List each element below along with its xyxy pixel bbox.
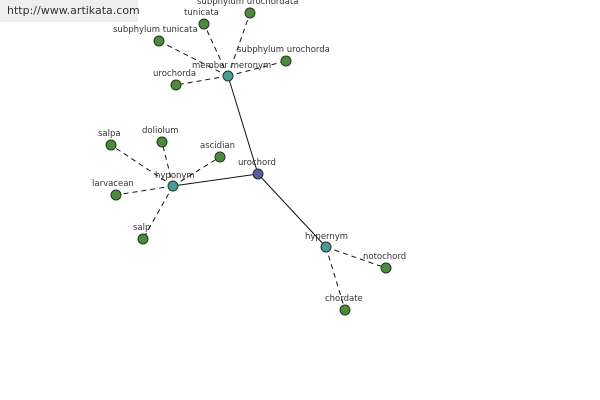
node-subphylum-tunicata-dot[interactable]	[153, 35, 165, 47]
node-ascidian[interactable]: ascidian	[200, 141, 235, 163]
node-chordate[interactable]: chordate	[325, 294, 363, 316]
node-larvacean-label: larvacean	[92, 179, 134, 189]
node-salpa-label: salpa	[98, 129, 121, 139]
edge-urochord-hypernym	[257, 173, 327, 248]
edge-member-meronym-subphylum-urochordata	[227, 12, 251, 77]
edge-urochord-member-meronym	[227, 75, 259, 175]
edge-urochord-hyponym	[172, 173, 259, 187]
edge-hyponym-ascidian	[172, 156, 221, 187]
node-salp-label: salp	[133, 223, 150, 233]
node-subphylum-urochorda[interactable]: subphylum urochorda	[237, 45, 330, 67]
node-urochorda[interactable]: urochorda	[153, 69, 196, 91]
edge-hypernym-notochord	[325, 246, 387, 269]
node-chordate-dot[interactable]	[339, 304, 351, 316]
node-subphylum-urochordata[interactable]: subphylum urochordata	[197, 0, 298, 19]
node-member-meronym-dot[interactable]	[222, 70, 234, 82]
edge-hyponym-salp	[142, 185, 174, 240]
node-subphylum-tunicata[interactable]: subphylum tunicata	[113, 25, 198, 47]
node-tunicata[interactable]: tunicata	[184, 8, 219, 30]
node-hypernym-label: hypernym	[305, 232, 348, 242]
node-hyponym[interactable]: hyponym	[155, 171, 195, 192]
node-chordate-label: chordate	[325, 294, 363, 304]
edge-member-meronym-subphylum-urochorda	[227, 60, 287, 77]
node-subphylum-urochordata-label: subphylum urochordata	[197, 0, 298, 7]
node-urochord-dot[interactable]	[252, 168, 264, 180]
edge-hyponym-doliolum	[161, 141, 174, 187]
node-hypernym[interactable]: hypernym	[305, 232, 348, 253]
node-hyponym-label: hyponym	[155, 171, 195, 181]
node-tunicata-label: tunicata	[184, 8, 219, 18]
node-hyponym-dot[interactable]	[167, 180, 179, 192]
node-doliolum[interactable]: doliolum	[142, 126, 179, 148]
node-subphylum-tunicata-label: subphylum tunicata	[113, 25, 198, 35]
node-notochord-label: notochord	[363, 252, 406, 262]
node-ascidian-label: ascidian	[200, 141, 235, 151]
node-urochorda-label: urochorda	[153, 69, 196, 79]
node-subphylum-urochorda-dot[interactable]	[280, 55, 292, 67]
node-urochord[interactable]: urochord	[238, 158, 276, 180]
node-urochorda-dot[interactable]	[170, 79, 182, 91]
node-subphylum-urochorda-label: subphylum urochorda	[237, 45, 330, 55]
node-salpa-dot[interactable]	[105, 139, 117, 151]
edge-hyponym-salpa	[110, 144, 174, 187]
node-urochord-label: urochord	[238, 158, 276, 168]
node-larvacean-dot[interactable]	[110, 189, 122, 201]
node-notochord[interactable]: notochord	[363, 252, 406, 274]
edge-hypernym-chordate	[325, 246, 346, 311]
node-member-meronym[interactable]: member meronym	[192, 61, 271, 82]
node-member-meronym-label: member meronym	[192, 61, 271, 71]
node-hypernym-dot[interactable]	[320, 241, 332, 253]
node-ascidian-dot[interactable]	[214, 151, 226, 163]
nodes-layer: urochord member meronym hyponym hypernym sub…	[92, 0, 406, 316]
node-notochord-dot[interactable]	[380, 262, 392, 274]
edge-member-meronym-subphylum-tunicata	[158, 40, 229, 77]
edge-member-meronym-tunicata	[203, 23, 229, 77]
node-doliolum-label: doliolum	[142, 126, 179, 136]
edge-hyponym-larvacean	[115, 185, 174, 196]
edges-layer	[110, 12, 387, 311]
node-larvacean[interactable]: larvacean	[92, 179, 134, 201]
node-salpa[interactable]: salpa	[98, 129, 121, 151]
watermark-url[interactable]: http://www.artikata.com	[0, 0, 140, 22]
node-tunicata-dot[interactable]	[198, 18, 210, 30]
node-doliolum-dot[interactable]	[156, 136, 168, 148]
node-salp-dot[interactable]	[137, 233, 149, 245]
node-subphylum-urochordata-dot[interactable]	[244, 7, 256, 19]
node-salp[interactable]: salp	[133, 223, 150, 245]
